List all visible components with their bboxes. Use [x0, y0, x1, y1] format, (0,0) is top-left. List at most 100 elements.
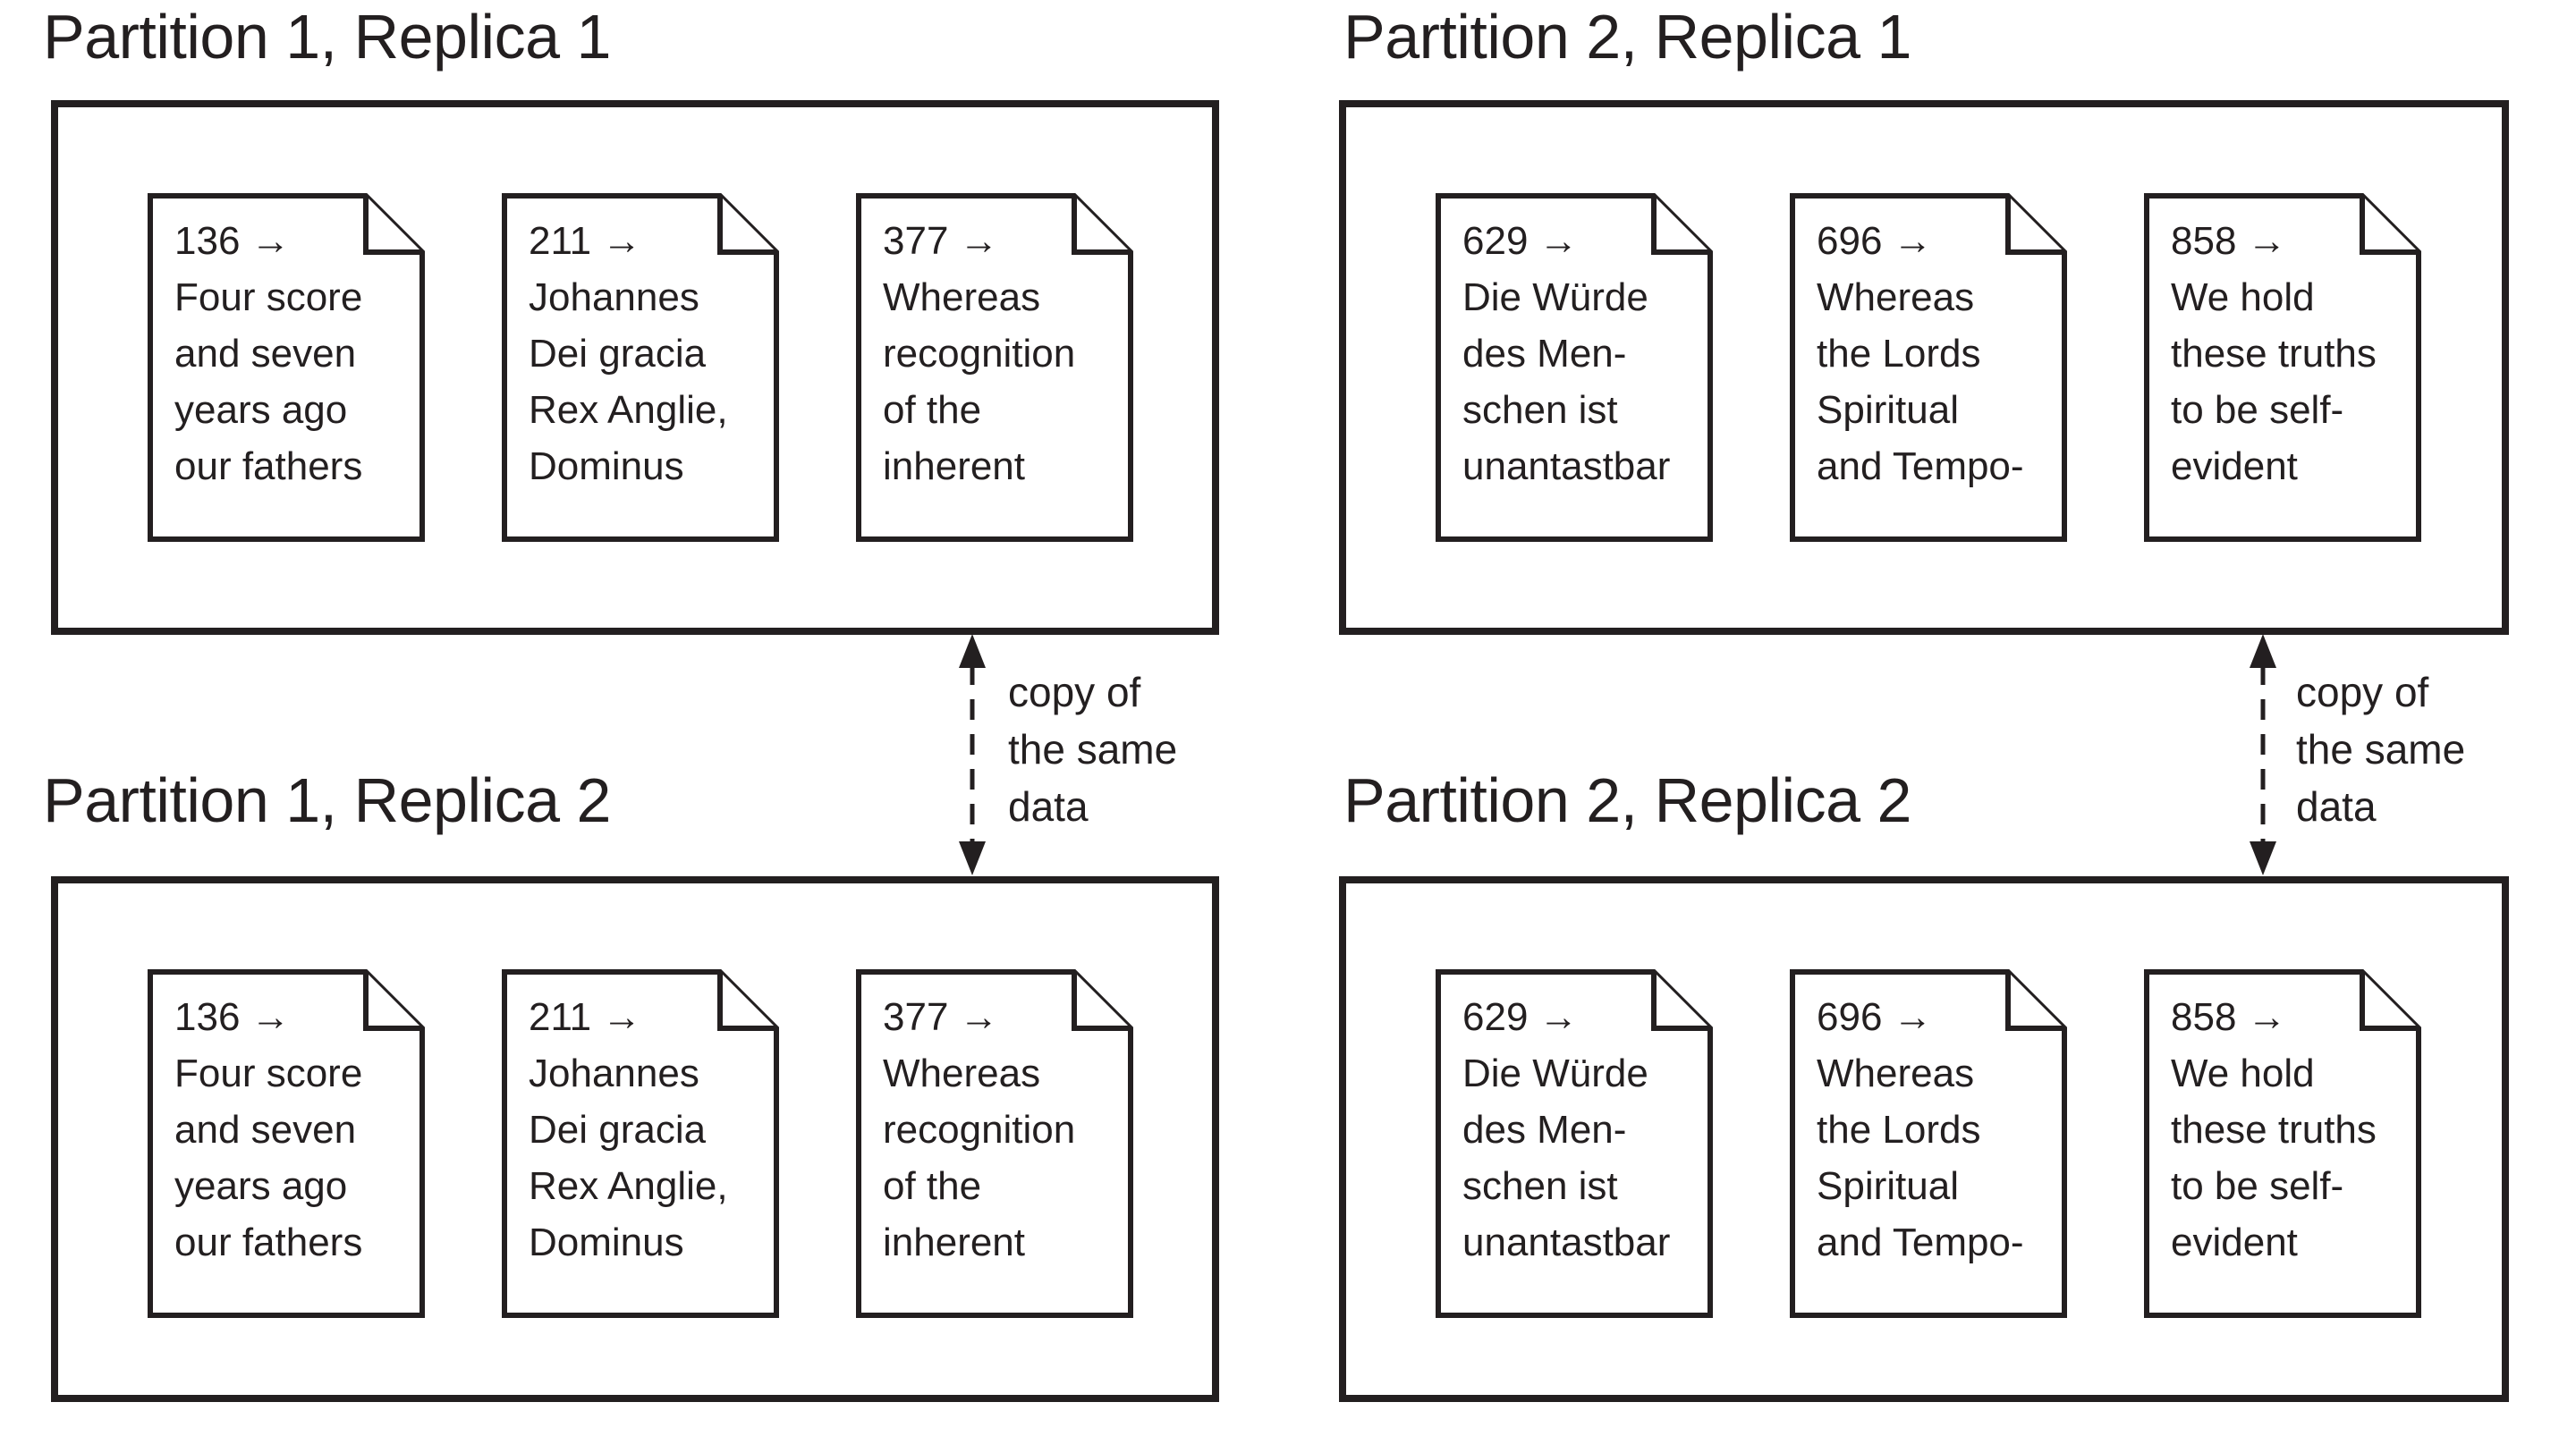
document-text-line: Dei gracia: [529, 1108, 707, 1152]
document-text: 136→ Four score and seven years ago our …: [174, 989, 362, 1271]
partition-title-p2r2: Partition 2, Replica 2: [1343, 765, 1911, 835]
document-text-line: Die Würde: [1462, 1052, 1648, 1095]
document-text-line: Whereas: [1817, 1052, 1975, 1095]
document-key: 629: [1462, 219, 1529, 263]
document-text-line: Dominus: [529, 444, 684, 488]
document-text-line: Dominus: [529, 1221, 684, 1264]
document-text-line: and seven: [174, 1108, 357, 1152]
document-211: 211→ Johannes Dei gracia Rex Anglie, Dom…: [502, 969, 779, 1318]
document-text-line: of the: [883, 388, 982, 432]
document-text: 629→ Die Würde des Men- schen ist unanta…: [1462, 213, 1670, 494]
document-text-line: recognition: [883, 332, 1076, 376]
document-136: 136→ Four score and seven years ago our …: [148, 193, 425, 542]
document-text: 696→ Whereas the Lords Spiritual and Tem…: [1817, 213, 2024, 494]
document-paper-icon: [856, 193, 1133, 542]
document-text-line: Whereas: [1817, 275, 1975, 319]
document-858: 858→ We hold these truths to be self- ev…: [2144, 193, 2421, 542]
document-paper-icon: [2144, 969, 2421, 1318]
document-paper-icon: [1790, 193, 2067, 542]
document-text-line: Johannes: [529, 1052, 699, 1095]
document-text-line: to be self-: [2171, 388, 2344, 432]
document-text-line: Spiritual: [1817, 388, 1959, 432]
document-text-line: our fathers: [174, 1221, 363, 1264]
document-text: 136→ Four score and seven years ago our …: [174, 213, 362, 494]
document-text-line: Four score: [174, 1052, 363, 1095]
document-text-line: Die Würde: [1462, 275, 1648, 319]
document-text: 211→ Johannes Dei gracia Rex Anglie, Dom…: [529, 989, 728, 1271]
document-key: 629: [1462, 995, 1529, 1039]
document-text: 858→ We hold these truths to be self- ev…: [2171, 989, 2377, 1271]
document-paper-icon: [148, 969, 425, 1318]
document-text-line: inherent: [883, 444, 1026, 488]
document-text-line: and Tempo-: [1817, 1221, 2024, 1264]
key-arrow-icon: →: [2247, 219, 2287, 263]
key-arrow-icon: →: [1893, 219, 1933, 263]
document-paper-icon: [2144, 193, 2421, 542]
document-key: 377: [883, 995, 949, 1039]
replica-box-p2r1: 629→ Die Würde des Men- schen ist unanta…: [1339, 100, 2509, 635]
document-858: 858→ We hold these truths to be self- ev…: [2144, 969, 2421, 1318]
document-text: 377→ Whereas recognition of the inherent: [883, 989, 1075, 1271]
document-text-line: these truths: [2171, 1108, 2377, 1152]
document-text-line: and seven: [174, 332, 357, 376]
document-text-line: inherent: [883, 1221, 1026, 1264]
document-211: 211→ Johannes Dei gracia Rex Anglie, Dom…: [502, 193, 779, 542]
replica-box-p1r2: 136→ Four score and seven years ago our …: [51, 876, 1219, 1402]
document-text-line: and Tempo-: [1817, 444, 2024, 488]
partition-title-p1r2: Partition 1, Replica 2: [43, 765, 611, 835]
document-text-line: Whereas: [883, 275, 1041, 319]
replication-double-arrow-icon: [2250, 634, 2276, 875]
document-text-line: Rex Anglie,: [529, 1164, 728, 1208]
document-377: 377→ Whereas recognition of the inherent: [856, 193, 1133, 542]
document-136: 136→ Four score and seven years ago our …: [148, 969, 425, 1318]
partition-title-p1r1: Partition 1, Replica 1: [43, 2, 611, 72]
copy-label-line: copy of: [1008, 669, 1141, 715]
document-text-line: unantastbar: [1462, 1221, 1671, 1264]
document-text-line: Four score: [174, 275, 363, 319]
document-text-line: des Men-: [1462, 1108, 1627, 1152]
key-arrow-icon: →: [959, 995, 999, 1039]
key-arrow-icon: →: [2247, 995, 2287, 1039]
document-key: 858: [2171, 219, 2237, 263]
document-key: 136: [174, 219, 241, 263]
key-arrow-icon: →: [1893, 995, 1933, 1039]
key-arrow-icon: →: [1538, 995, 1579, 1039]
document-text-line: the Lords: [1817, 332, 1981, 376]
document-text: 696→ Whereas the Lords Spiritual and Tem…: [1817, 989, 2024, 1271]
partition-title-p2r1: Partition 2, Replica 1: [1343, 2, 1911, 72]
copy-label-line: the same: [2296, 726, 2466, 773]
document-text-line: unantastbar: [1462, 444, 1671, 488]
key-arrow-icon: →: [250, 995, 291, 1039]
key-arrow-icon: →: [602, 995, 642, 1039]
key-arrow-icon: →: [1538, 219, 1579, 263]
document-text-line: recognition: [883, 1108, 1076, 1152]
document-text-line: Dei gracia: [529, 332, 707, 376]
replication-double-arrow-icon: [959, 634, 986, 875]
document-text-line: our fathers: [174, 444, 363, 488]
document-key: 696: [1817, 995, 1883, 1039]
document-text-line: We hold: [2171, 1052, 2315, 1095]
document-paper-icon: [502, 969, 779, 1318]
document-text-line: years ago: [174, 388, 348, 432]
document-key: 136: [174, 995, 241, 1039]
document-text: 377→ Whereas recognition of the inherent: [883, 213, 1075, 494]
document-text-line: years ago: [174, 1164, 348, 1208]
document-text-line: We hold: [2171, 275, 2315, 319]
document-key: 211: [529, 219, 592, 263]
document-paper-icon: [1436, 193, 1713, 542]
document-text: 629→ Die Würde des Men- schen ist unanta…: [1462, 989, 1670, 1271]
replica-box-p2r2: 629→ Die Würde des Men- schen ist unanta…: [1339, 876, 2509, 1402]
document-text-line: the Lords: [1817, 1108, 1981, 1152]
document-paper-icon: [148, 193, 425, 542]
key-arrow-icon: →: [959, 219, 999, 263]
document-key: 858: [2171, 995, 2237, 1039]
copy-of-same-data-label: copy of the same data: [2296, 663, 2465, 835]
document-text-line: schen ist: [1462, 388, 1618, 432]
document-text-line: evident: [2171, 444, 2298, 488]
document-text-line: of the: [883, 1164, 982, 1208]
document-text-line: Whereas: [883, 1052, 1041, 1095]
document-paper-icon: [1790, 969, 2067, 1318]
document-629: 629→ Die Würde des Men- schen ist unanta…: [1436, 193, 1713, 542]
copy-of-same-data-label: copy of the same data: [1008, 663, 1177, 835]
